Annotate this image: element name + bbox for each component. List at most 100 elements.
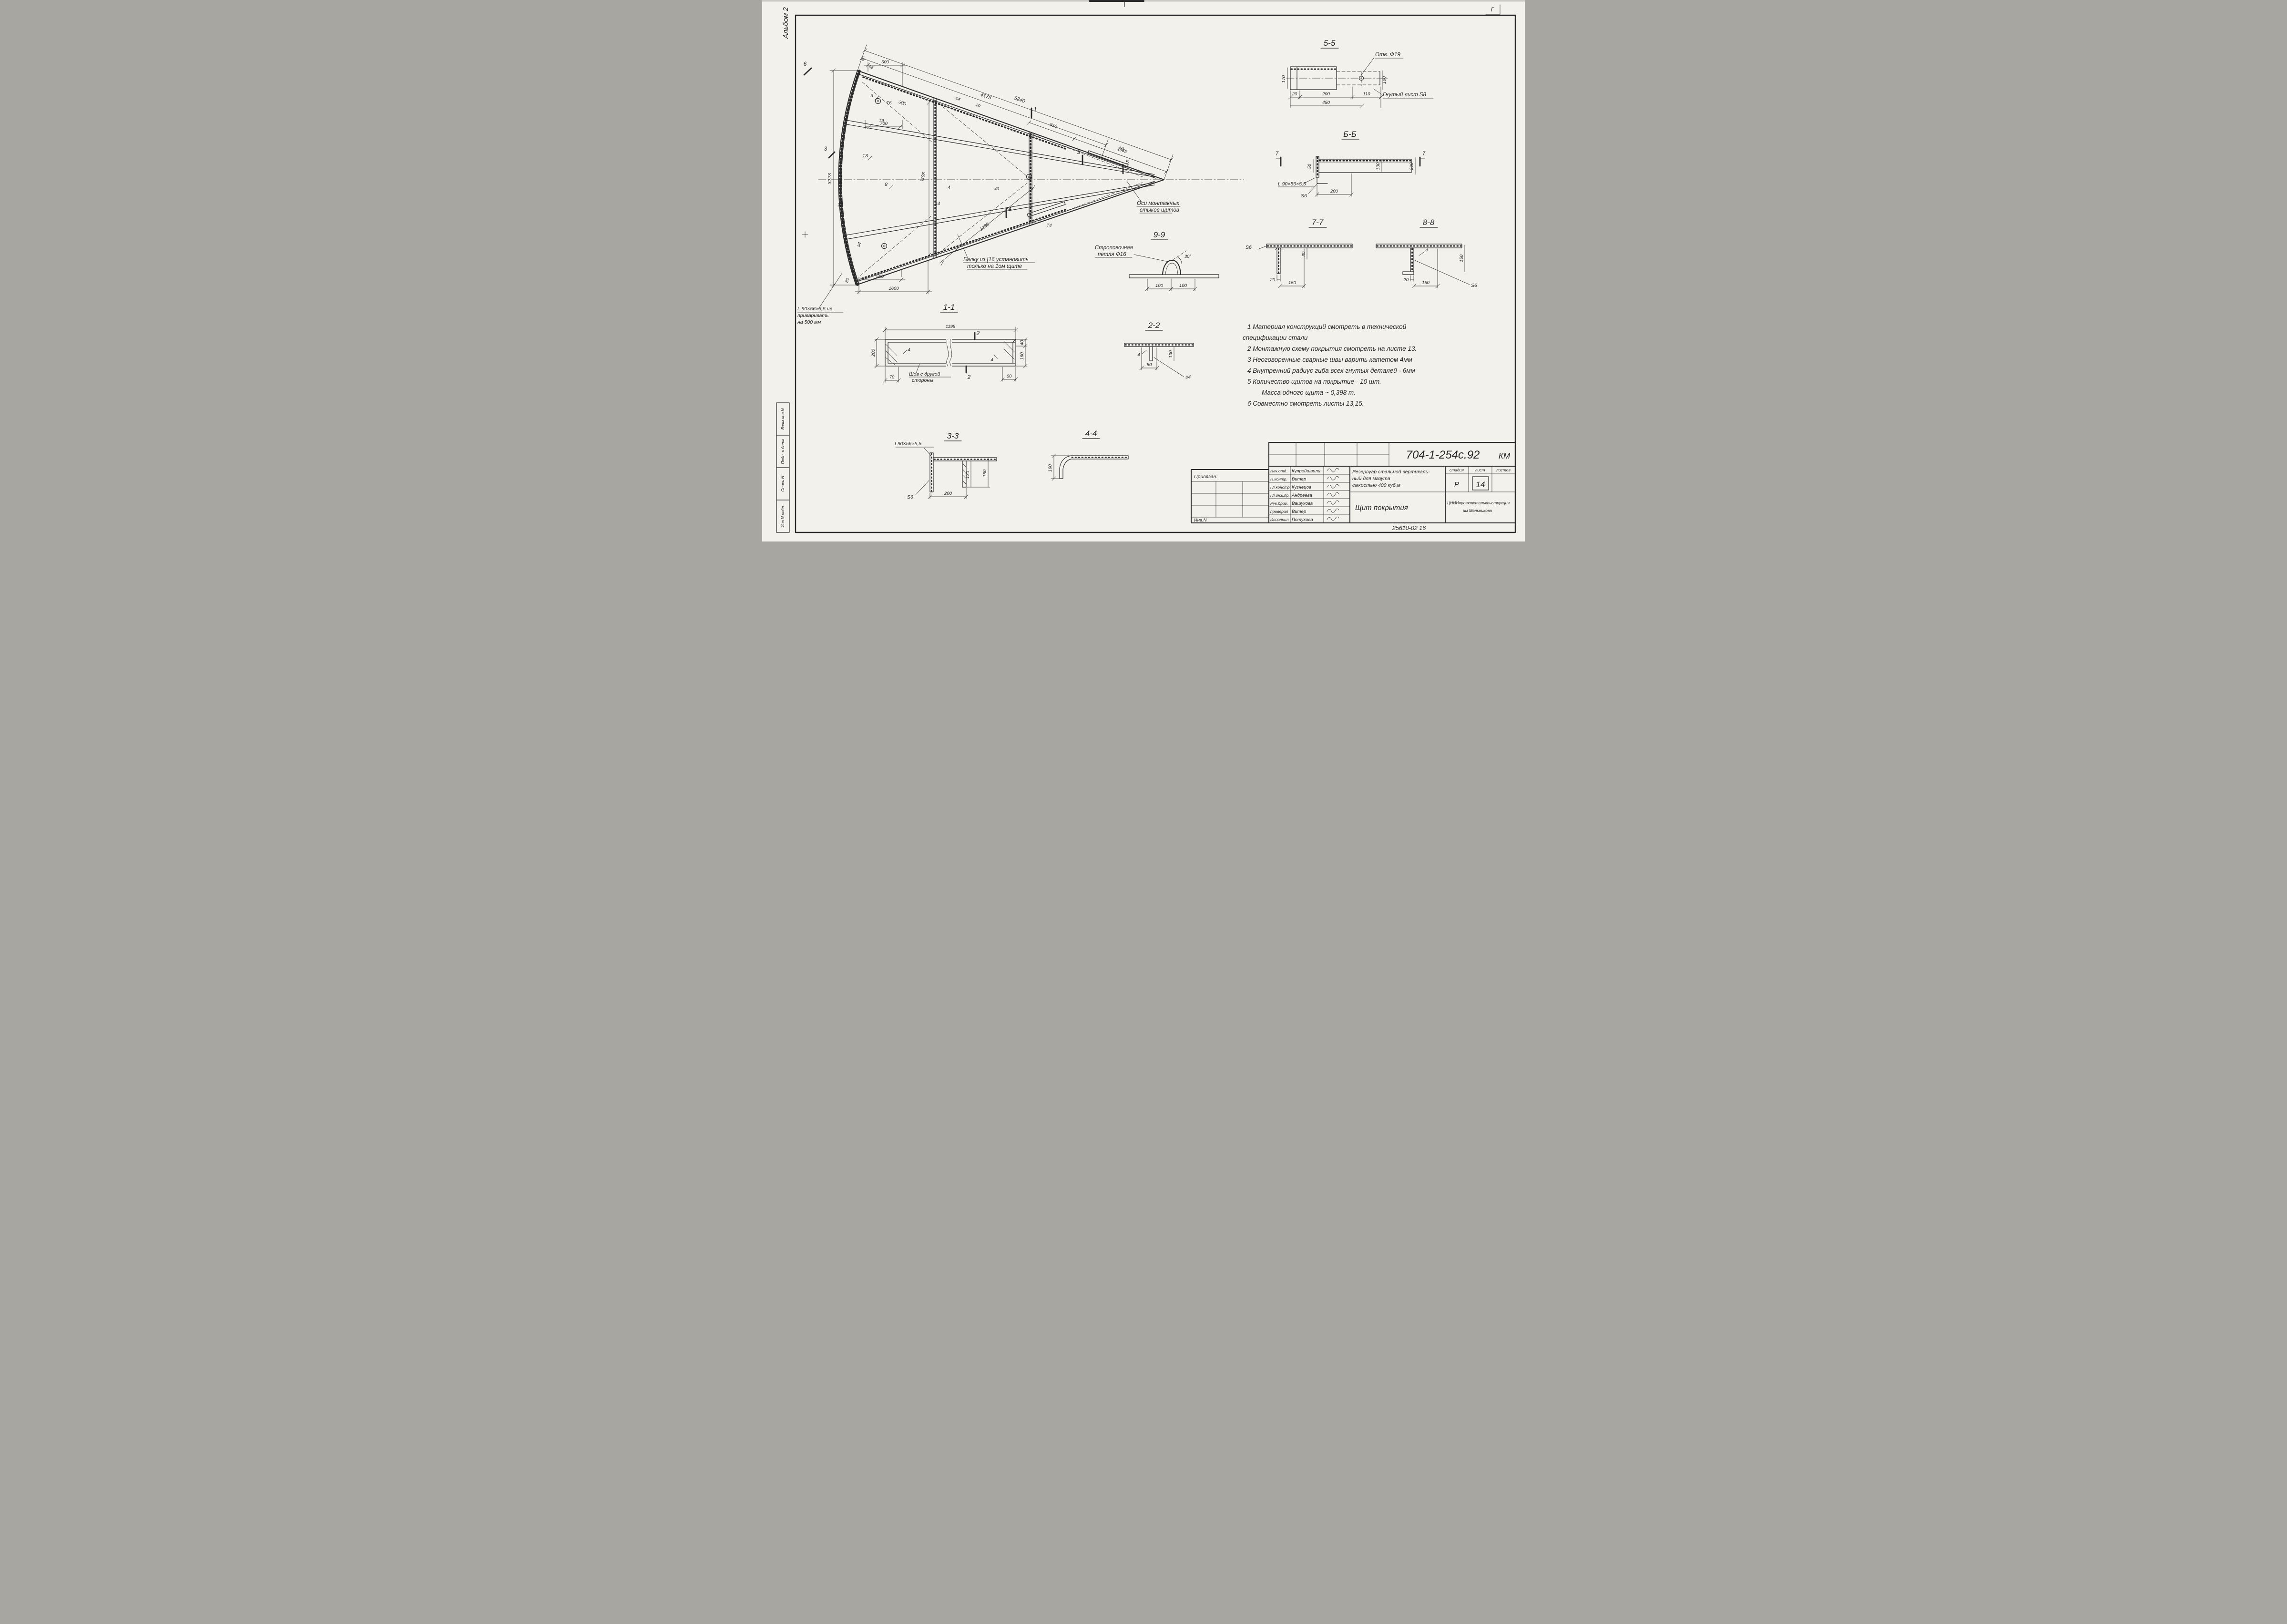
section-b-b-cut-marks	[1280, 156, 1421, 167]
section-3-3-dims	[895, 447, 997, 499]
s22-dim-50: 50	[1147, 362, 1152, 368]
mark-8: 8	[885, 182, 888, 187]
sheet-value: 14	[1476, 480, 1485, 489]
s11-dim-160: 160	[1020, 352, 1025, 360]
note-4: 4 Внутренний радиус гиба всех гнутых дет…	[1247, 367, 1415, 374]
s11-weld-4a: 4	[908, 347, 910, 353]
section-3-3: 3-3 L90×56×5,5 S6 200 130 160	[895, 431, 997, 500]
s33-dim-130: 130	[965, 470, 970, 479]
drawing-sheet: Г Альбом 2 Взам.инв.N Подп. и дата Опись…	[762, 0, 1525, 541]
sbb-cut-7-right: 7	[1422, 151, 1426, 157]
mark-t4: Т4	[1046, 223, 1052, 228]
stage-header: стадия	[1450, 468, 1464, 472]
note-5-cont: Масса одного щита ~ 0,398 т.	[1262, 389, 1356, 396]
section-2-2-title: 2-2	[1148, 321, 1160, 330]
name-0: Купрейшвили	[1292, 469, 1321, 474]
project-line3: емкостью 400 куб.м	[1352, 482, 1400, 488]
mark-s4-mid: s4	[935, 201, 940, 206]
title-block-outline	[1191, 442, 1516, 523]
s88-dim-150a: 150	[1422, 280, 1430, 286]
note-5: 5 Количество щитов на покрытие - 10 шт.	[1247, 378, 1381, 385]
axes-note-line2: стыков щитов	[1140, 207, 1179, 213]
dim-910: 910	[1049, 122, 1058, 130]
cut-mark-5a: 5	[1077, 150, 1081, 155]
scan-artifacts	[762, 0, 1525, 7]
s55-dim-110: 110	[1363, 92, 1370, 97]
mark-s4-top: s4	[955, 96, 961, 102]
s99-dim-100b: 100	[1179, 283, 1187, 288]
dim-1285: 1285	[979, 222, 990, 232]
corner-mark-lines	[1485, 4, 1501, 15]
drawing-frame	[795, 14, 1516, 533]
s99-label-line2: петля Ф16	[1098, 252, 1126, 257]
mark-t6: Т6	[886, 101, 892, 106]
dim-700b: 700	[880, 121, 888, 126]
s11-weld-note-line2: стороны	[912, 378, 933, 383]
section-4-4-title: 4-4	[1085, 429, 1097, 438]
s77-dim-30: 30	[1301, 251, 1307, 256]
section-8-8-dims	[1410, 245, 1470, 288]
section-7-7-title: 7-7	[1312, 218, 1324, 227]
sbb-cut-7-left: 7	[1276, 151, 1279, 157]
section-4-4-profile	[1059, 455, 1129, 479]
frame: Г	[795, 4, 1516, 533]
name-5: Витер	[1292, 509, 1306, 514]
notes: 1 Материал конструкций смотреть в технич…	[1243, 323, 1417, 407]
plan-bracing-dashed	[860, 82, 1143, 276]
dim-5240: 5240	[1013, 95, 1026, 104]
lifting-loop-2	[1026, 174, 1032, 180]
section-2-2-dims	[1139, 346, 1184, 377]
section-9-9: 9-9 Строповочная петля Ф16 100 100 30°	[1094, 230, 1219, 291]
s55-dim-170: 170	[1281, 75, 1286, 83]
s33-s6-label: S6	[907, 494, 913, 500]
role-5: проверил	[1270, 509, 1288, 514]
s88-s6-label: S6	[1471, 283, 1477, 288]
s11-dim-1195: 1195	[946, 324, 956, 329]
section-9-9-dims	[1094, 254, 1197, 291]
s55-hole-label: Отв. Ф19	[1375, 52, 1400, 58]
beam-note-line1: Балку из [16 установить	[963, 257, 1029, 263]
section-b-b-beam	[1316, 156, 1412, 184]
section-2-2: 2-2 50 100 4 s4	[1124, 321, 1194, 380]
section-1-1-break-lines	[946, 339, 952, 367]
s99-label-line1: Строповочная	[1095, 245, 1133, 251]
section-1-1-cut-marks	[965, 332, 976, 374]
sbb-dim-130: 130	[1376, 162, 1381, 170]
name-4: Вашукова	[1292, 501, 1313, 506]
section-5-5: 5-5 170 20 200 110 450 100 Отв. Ф19 Гнут…	[1281, 39, 1434, 108]
section-8-8-title: 8-8	[1423, 218, 1435, 227]
section-5-5-axis	[1286, 71, 1388, 86]
section-4-4-dims	[1051, 453, 1072, 481]
sbb-dim-200h: 200	[1330, 189, 1338, 194]
sbb-angle-label: L 90×56×5,5	[1278, 181, 1306, 187]
dim-4175: 4175	[980, 92, 992, 101]
dim-80: 80	[844, 277, 850, 284]
section-9-9-loop-inner	[1165, 263, 1178, 275]
mark-4: 4	[948, 185, 950, 190]
section-1-1-title: 1-1	[943, 303, 955, 312]
s55-sheet-label: Гнутый лист S8	[1383, 92, 1427, 98]
sheet-header: лист	[1475, 468, 1485, 472]
lifting-loop-3-pin	[883, 245, 886, 247]
mark-s4-bottom: s4	[856, 242, 863, 248]
section-8-8-hatch	[1376, 245, 1462, 272]
plan-arc-hatch	[839, 70, 861, 286]
role-1: Н.контр.	[1270, 477, 1287, 481]
dim-1195: 1195	[919, 171, 927, 182]
org-line1: ЦНИИпроектстальконструкция	[1447, 500, 1510, 505]
name-3: Андреева	[1291, 493, 1312, 498]
section-9-9-angle-line	[1172, 250, 1187, 261]
title-block-grid	[1191, 442, 1516, 523]
sbb-dim-200v: 200	[1409, 162, 1414, 171]
s11-cut-2-top: 2	[976, 331, 980, 337]
section-b-b-hatch	[1317, 156, 1411, 177]
section-3-3-profile	[929, 452, 997, 492]
note-1-cont: спецификации стали	[1243, 334, 1308, 341]
dim-300: 300	[898, 100, 907, 107]
s77-s6-label: S6	[1246, 245, 1252, 250]
cut-mark-4: 4	[1009, 206, 1011, 212]
s88-dim-150b: 150	[1459, 254, 1464, 262]
archive-number: 25610-02 16	[1392, 525, 1426, 531]
note-6: 6 Совместно смотреть листы 13,15.	[1247, 400, 1364, 407]
drawing-name: Щит покрытия	[1355, 504, 1408, 512]
